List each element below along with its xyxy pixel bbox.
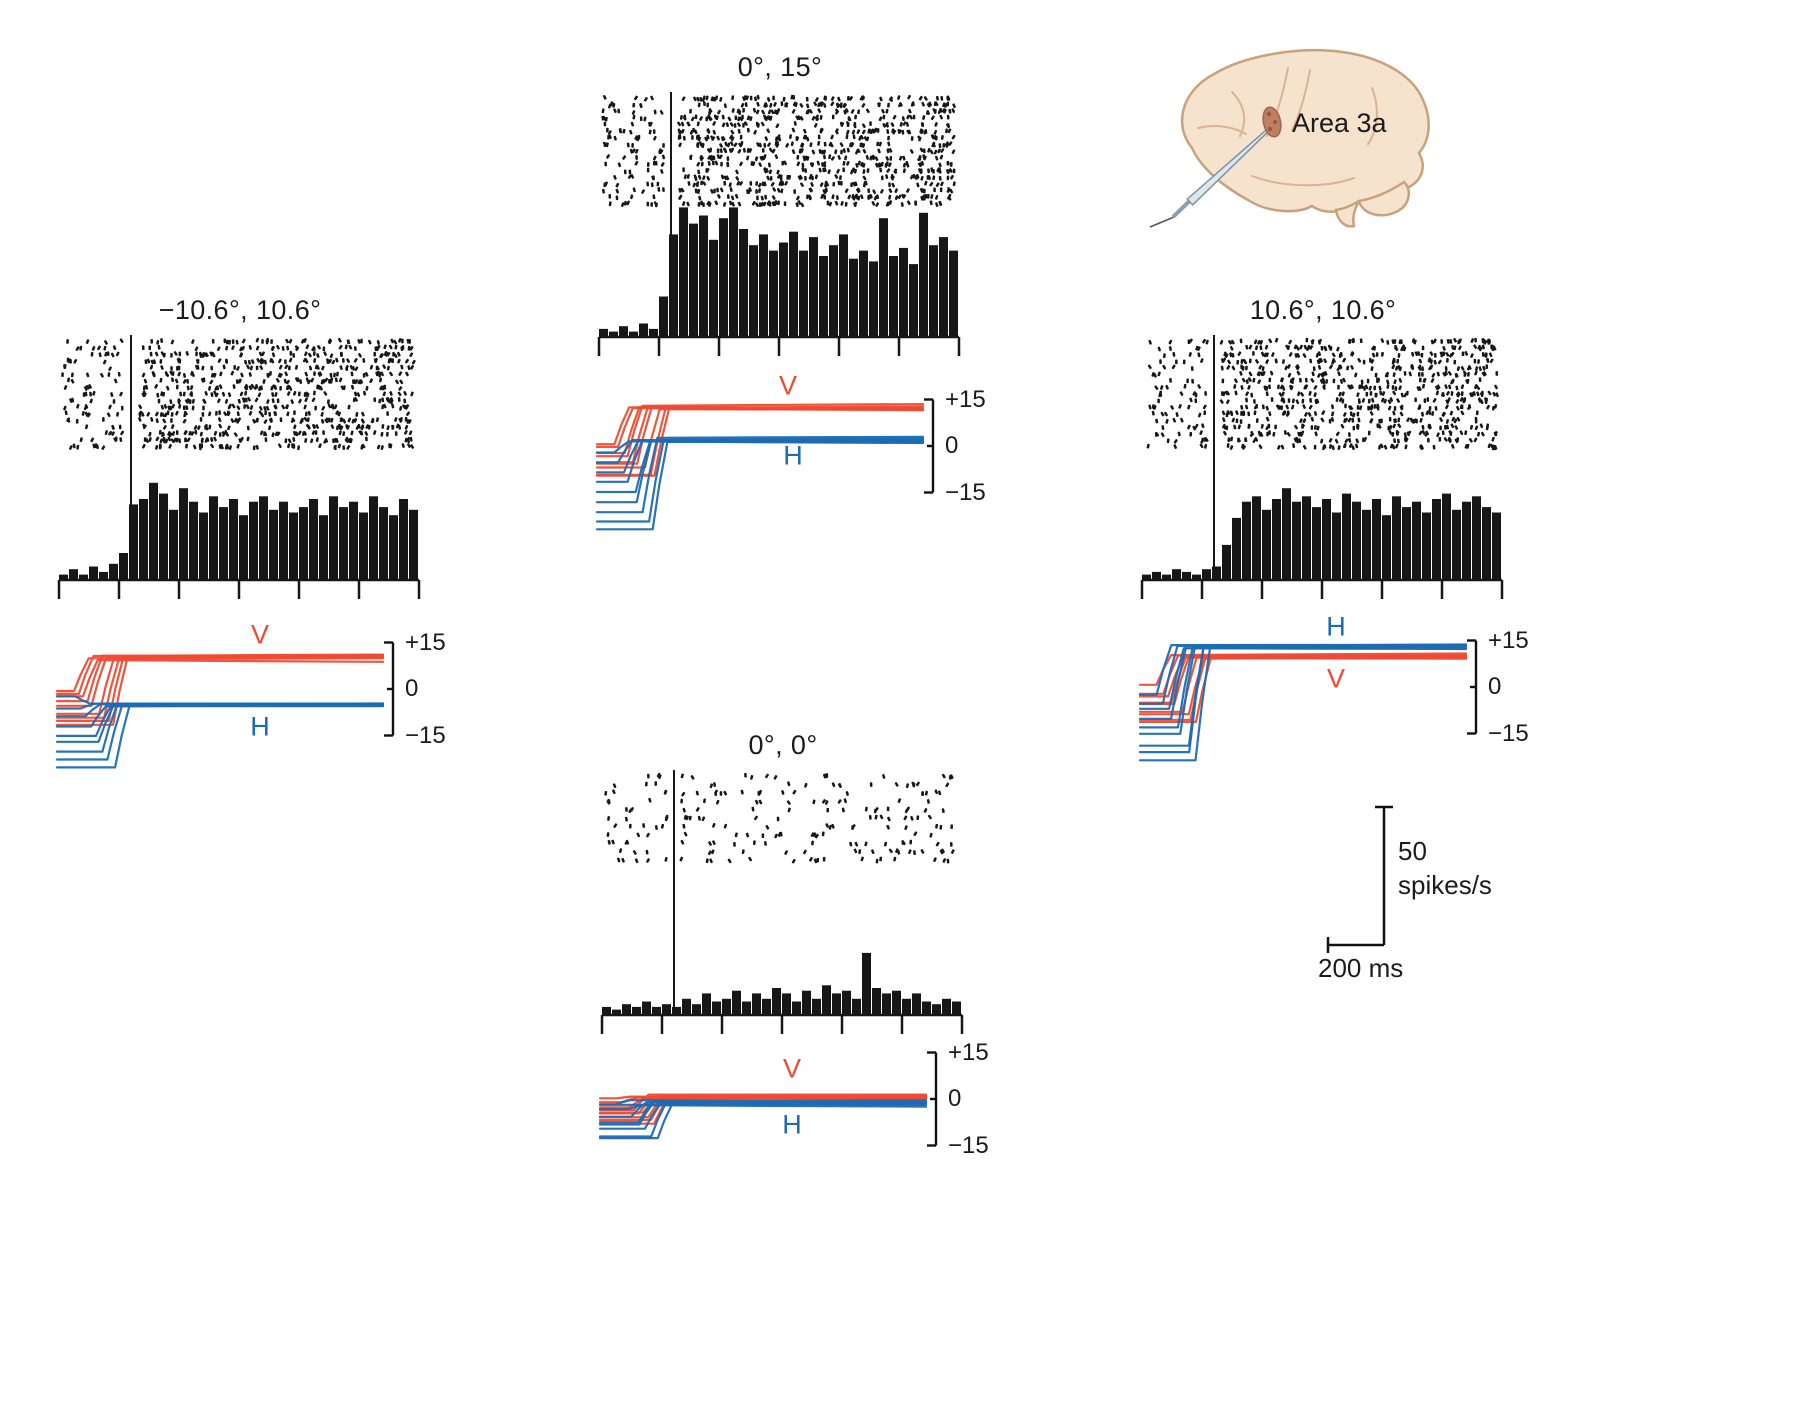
panel-title: −10.6°, 10.6° — [158, 295, 322, 325]
spike-rate-scale-label: 50 spikes/s — [1398, 835, 1492, 903]
psth-axis — [600, 1013, 964, 1034]
h-eye-traces — [55, 695, 385, 769]
sulci — [1197, 67, 1378, 187]
eye-trace-plot: V H +15 0 −15 — [53, 615, 475, 830]
trace-scale-tick-label: −15 — [948, 1131, 989, 1159]
v-trace-label: V — [250, 619, 270, 650]
trace-scale-tick-label: 0 — [405, 675, 419, 702]
panel-title: 0°, 15° — [737, 52, 823, 82]
trace-scale-bracket — [384, 641, 395, 737]
spike-raster — [601, 94, 956, 208]
area-3a-label: Area 3a — [1292, 108, 1387, 138]
brain-illustration — [1149, 49, 1430, 228]
panel-gaze-0-15: 0°, 15° V H +15 0 −15 — [585, 52, 1015, 597]
trace-scale-tick-label: +15 — [945, 385, 986, 413]
trace-scale-bracket — [924, 398, 935, 494]
v-trace-label: V — [778, 370, 798, 401]
psth-axis — [597, 335, 961, 356]
raster-histogram-plot — [595, 90, 975, 370]
psth-bars — [602, 952, 961, 1015]
trace-scale-bracket — [1467, 639, 1478, 735]
h-trace-label: H — [783, 440, 803, 471]
time-scale-label: 200 ms — [1318, 953, 1404, 983]
h-trace-label: H — [782, 1109, 802, 1140]
trace-scale-tick-label: +15 — [1488, 626, 1529, 654]
scalebar-lines — [1326, 805, 1393, 953]
spike-raster — [1146, 337, 1499, 451]
brainstem — [1334, 197, 1363, 228]
area-3a-patch — [1262, 106, 1282, 138]
panel-title: 0°, 0° — [748, 730, 818, 760]
psth-bars — [599, 207, 958, 337]
raster-histogram-plot — [1138, 333, 1518, 613]
h-eye-traces — [595, 435, 925, 531]
trace-scale-tick-label: 0 — [948, 1085, 962, 1112]
psth-axis — [1140, 578, 1504, 599]
psth-bars — [59, 482, 418, 580]
panel-gaze-neg10-10: −10.6°, 10.6° V H +15 0 −15 — [45, 295, 475, 840]
raster-histogram-plot — [598, 768, 978, 1048]
eye-trace-plot: V H +15 0 −15 — [593, 370, 1015, 587]
scale-bars: 50 spikes/s 200 ms — [1318, 795, 1538, 1005]
trace-scale-tick-label: +15 — [948, 1038, 989, 1066]
trace-scale-bracket — [927, 1051, 938, 1147]
h-eye-traces — [1138, 643, 1468, 762]
psth-bars — [1142, 488, 1501, 580]
brain-inset: Area 3a — [1140, 30, 1470, 250]
h-trace-label: H — [1326, 611, 1346, 642]
panel-title: 10.6°, 10.6° — [1249, 295, 1397, 325]
brain-outline — [1180, 49, 1430, 213]
trace-scale-tick-label: −15 — [1488, 719, 1529, 747]
v-trace-label: V — [782, 1053, 802, 1084]
spike-raster — [61, 337, 416, 451]
trace-scale-tick-label: 0 — [945, 432, 959, 459]
trace-scale-tick-label: −15 — [945, 478, 986, 506]
trace-scale-tick-label: 0 — [1488, 673, 1502, 700]
psth-axis — [57, 578, 421, 599]
h-eye-traces — [598, 1098, 928, 1140]
raster-histogram-plot — [55, 333, 435, 613]
spike-raster — [604, 772, 955, 864]
v-trace-label: V — [1326, 663, 1346, 694]
trace-scale-tick-label: −15 — [405, 721, 446, 749]
cerebellum — [1357, 180, 1411, 217]
spike-rate-value: 50 — [1398, 836, 1427, 866]
h-trace-label: H — [250, 711, 270, 742]
trace-scale-tick-label: +15 — [405, 628, 446, 656]
spike-rate-units: spikes/s — [1398, 869, 1492, 900]
